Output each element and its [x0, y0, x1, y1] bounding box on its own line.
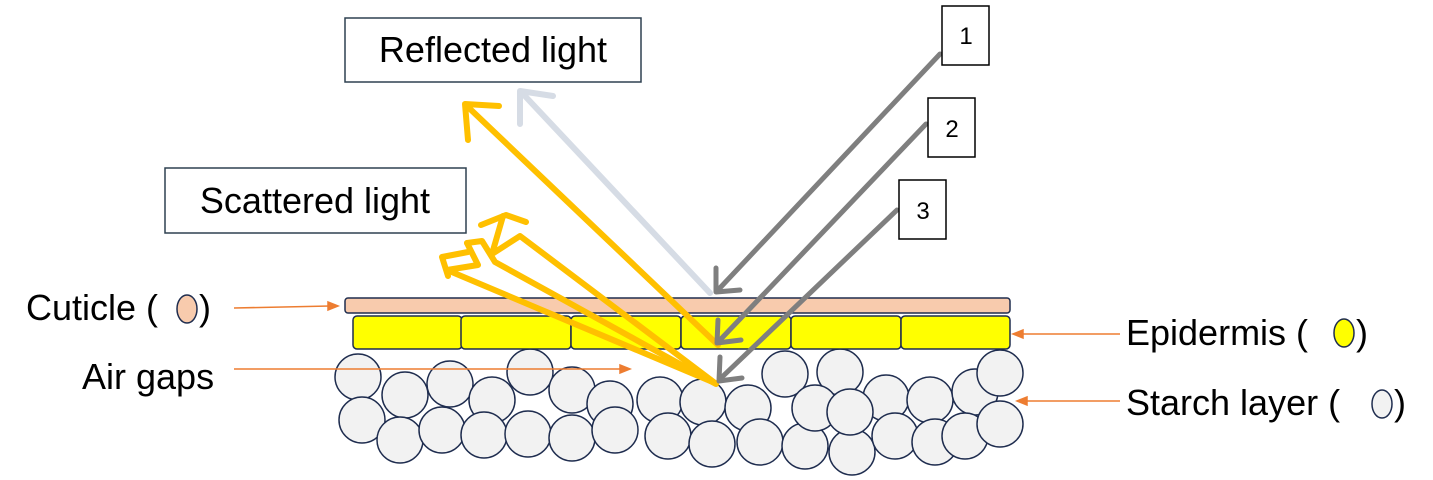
- cuticle-swatch: [176, 294, 198, 324]
- ray-1-box: [941, 5, 990, 66]
- starch-cell: [679, 378, 727, 426]
- starch-cell: [906, 376, 954, 424]
- starch-cell: [426, 360, 474, 408]
- cuticle-label: Cuticle (: [26, 287, 158, 328]
- starch-cell: [976, 349, 1024, 397]
- reflected-light-label: Reflected light: [379, 29, 607, 70]
- epidermis-cell: [460, 315, 572, 350]
- starch-cell: [826, 388, 874, 436]
- incident-ray-3: [718, 207, 900, 381]
- cuticle-label-close: ): [199, 287, 211, 328]
- starch-cell: [591, 406, 639, 454]
- epidermis-label-close: ): [1356, 312, 1368, 353]
- epidermis-label: Epidermis (: [1126, 312, 1308, 353]
- ray-2-box: [927, 97, 976, 158]
- ray-2-label: 2: [945, 116, 958, 143]
- epidermis-cell: [790, 315, 902, 350]
- incident-ray-1: [715, 51, 943, 293]
- starch-layer: [334, 348, 1024, 476]
- starch-cell: [506, 348, 554, 396]
- starch-layer-label-close: ): [1394, 382, 1406, 423]
- starch-pointer-head: [1014, 395, 1028, 407]
- starch-cell: [381, 371, 429, 419]
- starch-swatch: [1371, 389, 1393, 419]
- epidermis-swatch: [1333, 318, 1355, 348]
- scattered-rays: [439, 101, 721, 387]
- starch-cell: [761, 350, 809, 398]
- starch-cell: [644, 412, 692, 460]
- reflected-light-box: [344, 17, 642, 83]
- epidermis-pointer-head: [1010, 328, 1024, 340]
- starch-cell: [334, 353, 382, 401]
- air-gaps-pointer-head: [619, 363, 633, 375]
- pointer-arrows: [233, 300, 1120, 407]
- ray-3-box: [898, 179, 947, 240]
- epidermis-layer: [352, 315, 1011, 350]
- starch-cell: [504, 410, 552, 458]
- starch-cell: [688, 420, 736, 468]
- scattered-light-box: [164, 167, 467, 234]
- ray-3-label: 3: [916, 198, 929, 225]
- reflected-ray: [517, 88, 713, 296]
- starch-cell: [418, 406, 466, 454]
- ray-1-label: 1: [959, 23, 972, 50]
- starch-cell: [736, 418, 784, 466]
- epidermis-cell: [900, 315, 1011, 350]
- starch-cell: [338, 396, 386, 444]
- starch-cell: [548, 414, 596, 462]
- incident-ray-2: [717, 121, 929, 343]
- epidermis-cell: [352, 315, 463, 350]
- cuticle-pointer-head: [327, 300, 341, 312]
- starch-cell: [460, 411, 508, 459]
- starch-cell: [828, 428, 876, 476]
- incident-rays: [713, 51, 943, 384]
- scattered-light-label: Scattered light: [200, 180, 430, 221]
- starch-cell: [976, 400, 1024, 448]
- starch-cell: [871, 412, 919, 460]
- air-gaps-label: Air gaps: [82, 356, 214, 397]
- starch-layer-label: Starch layer (: [1126, 382, 1340, 423]
- starch-cell: [376, 416, 424, 464]
